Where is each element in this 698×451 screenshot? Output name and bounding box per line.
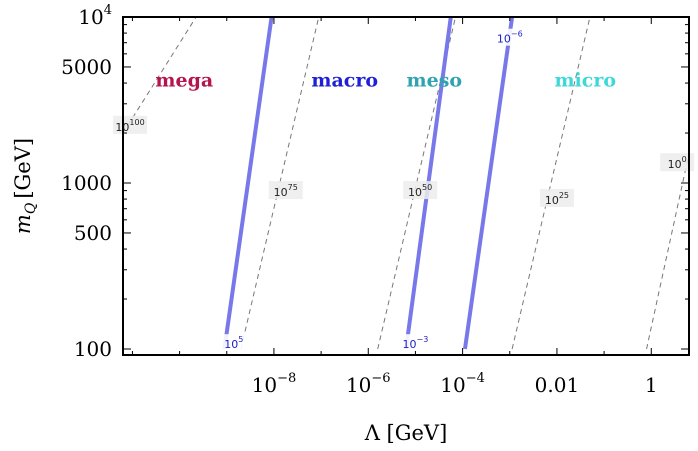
x-tick-label-base: 0.01 [535,373,580,397]
contour-label-background [403,181,438,200]
x-tick-label-base: 1 [645,373,658,397]
x-tick-label: 1 [645,373,658,397]
dashed-contour-line [123,17,197,134]
blue-contour-line [222,17,274,350]
contour-label-exponent: 100 [129,118,144,127]
y-tick-label: 104 [78,3,112,29]
contour-label-base: 10 [274,186,288,199]
y-axis-title-unit: [GeV] [11,138,35,199]
contour-label-exponent: 50 [422,183,432,192]
x-tick-label: 0.01 [535,373,580,397]
blue-label-background [402,334,429,352]
x-tick-label-base: 10 [346,373,371,397]
blue-label-base: 10 [497,33,511,46]
contour-label-base: 10 [668,158,682,171]
contour-label-background [113,115,148,134]
x-tick-label-base: 10 [440,373,465,397]
y-axis-title: mQ [GeV] [11,138,39,234]
region-label-macro: macro [311,70,378,92]
dashed-contour-label: 1075 [274,183,298,199]
y-tick-label-base: 500 [74,221,112,245]
y-tick-label-exponent: 4 [104,3,112,18]
contour-label-exponent: 75 [288,183,298,192]
contour-label-base: 10 [408,186,422,199]
dashed-contour-label: 1025 [545,191,569,207]
y-tick-label: 5000 [61,55,112,79]
contour-label-exponent: 25 [559,191,569,200]
blue-contour-label: 10−3 [403,335,429,351]
blue-contour-label: 10−6 [497,30,523,46]
x-tick-label: 10−4 [440,371,485,397]
y-tick-label: 1000 [61,171,112,195]
blue-contour-line [462,17,515,350]
dashed-contour-line [646,153,689,350]
x-tick-label: 10−8 [252,371,297,397]
y-tick-label-base: 5000 [61,55,112,79]
dashed-contour-label: 1050 [408,183,432,199]
y-axis-title-sub: Q [23,202,39,214]
y-tick-label-base: 10 [78,5,103,29]
y-tick-label-base: 100 [74,337,112,361]
x-tick-label: 10−6 [346,371,391,397]
contour-label-background [660,153,695,172]
y-tick-label-base: 1000 [61,171,112,195]
dashed-contour-label: 100 [668,155,687,171]
blue-label-exponent: 5 [238,335,243,344]
contour-label-exponent: 0 [682,155,687,164]
y-tick-label: 100 [74,337,112,361]
x-tick-label-exponent: −4 [466,371,485,386]
blue-label-exponent: −3 [417,335,429,344]
blue-label-base: 10 [224,338,238,351]
blue-label-background [496,28,523,46]
blue-label-exponent: −6 [511,30,523,39]
contour-label-background [539,188,574,207]
blue-label-background [220,334,247,352]
x-axis-title: Λ [GeV] [364,421,448,445]
contour-label-base: 10 [545,194,559,207]
x-tick-label-exponent: −8 [277,371,296,386]
dashed-contour-line [377,17,457,350]
blue-contour-label: 105 [224,335,243,351]
contour-label-background [268,181,303,200]
dashed-contour-line [511,17,591,350]
region-label-mega: mega [155,70,213,92]
y-axis-title-main: m [11,214,35,234]
plot-frame [122,16,690,356]
region-label-micro: micro [554,70,616,92]
region-label-meso: meso [407,70,463,92]
blue-label-base: 10 [403,338,417,351]
x-tick-label-exponent: −6 [371,371,390,386]
dashed-contour-line [240,17,320,350]
x-tick-label-base: 10 [252,373,277,397]
y-tick-label: 500 [74,221,112,245]
